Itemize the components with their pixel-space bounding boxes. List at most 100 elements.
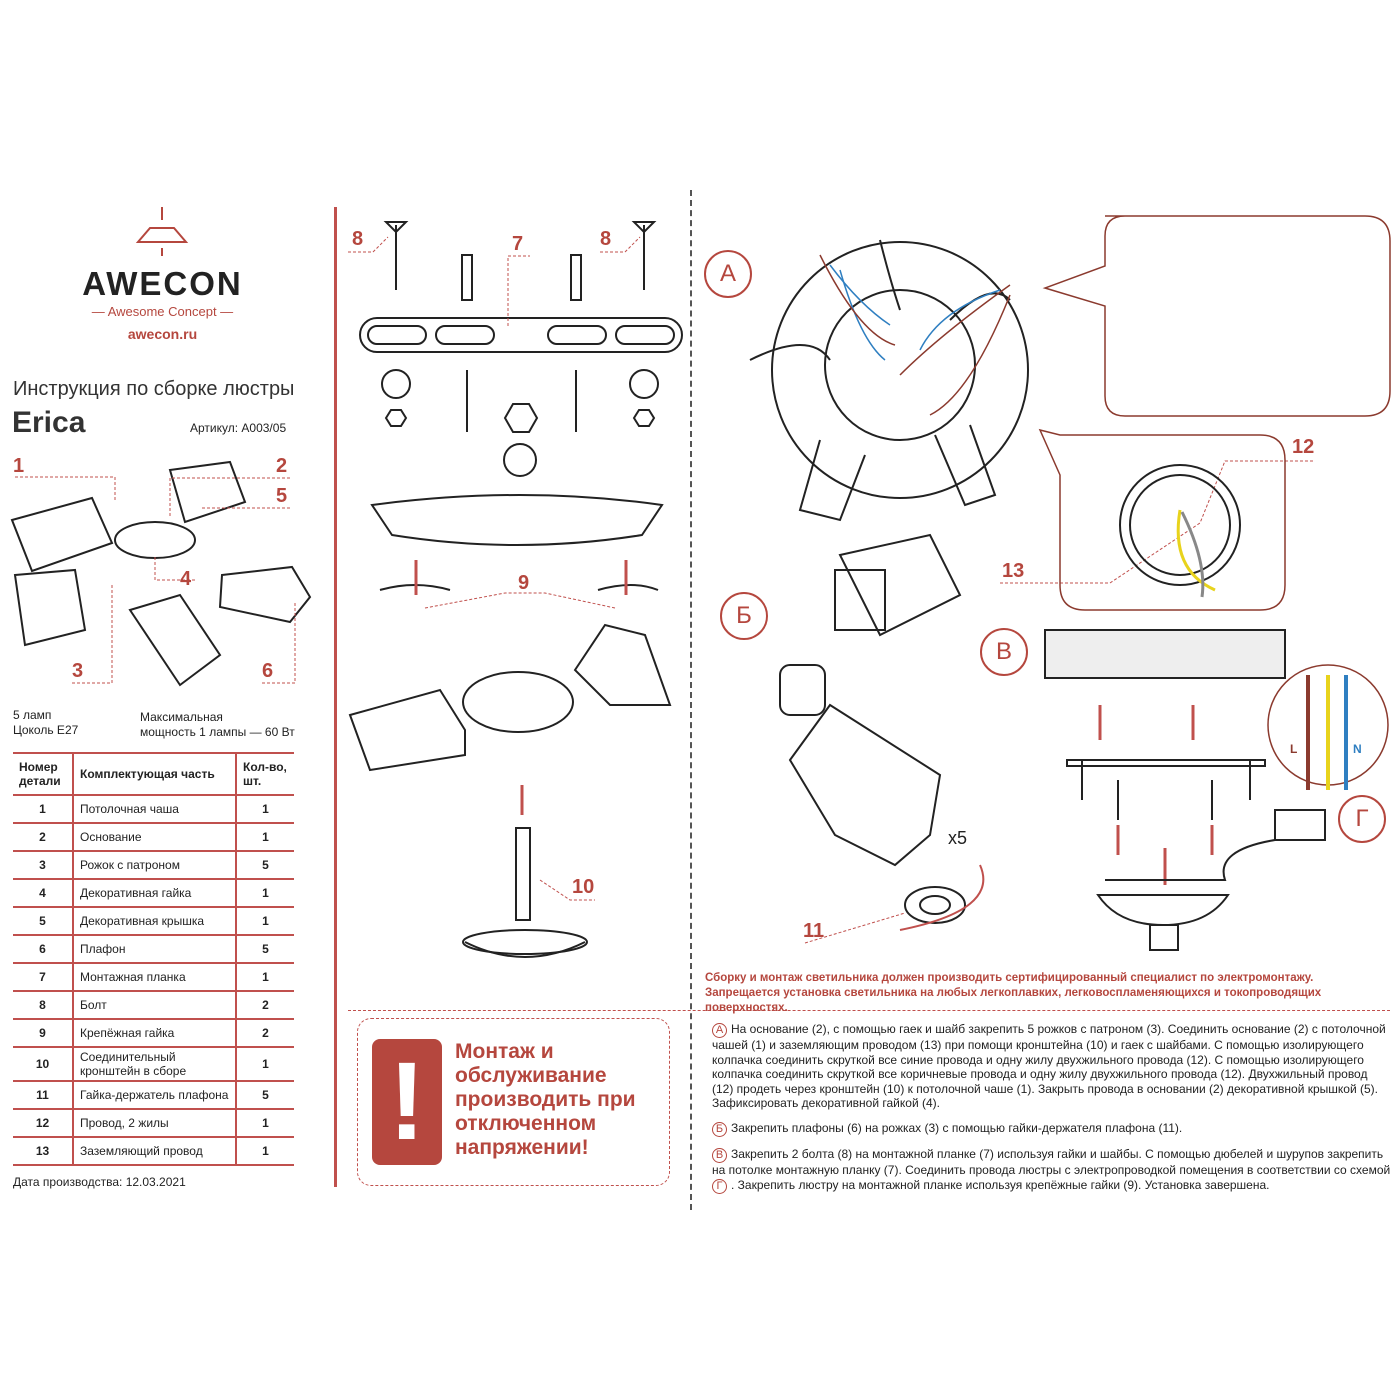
label-10: 10: [572, 876, 595, 898]
table-cell: Монтажная планка: [73, 962, 236, 992]
divider: [348, 1010, 1390, 1011]
label-6: 6: [262, 660, 274, 682]
table-cell: Декоративная крышка: [73, 906, 236, 936]
brand-logo: AWECON: [82, 265, 243, 302]
model-name: Erica: [12, 406, 86, 439]
step-marker-b: Б: [720, 592, 768, 640]
label-4: 4: [180, 568, 192, 590]
table-cell: Потолочная чаша: [73, 794, 236, 824]
label-3: 3: [72, 660, 84, 682]
table-cell: 11: [13, 1080, 74, 1110]
label-13: 13: [1002, 560, 1025, 582]
label-9: 9: [518, 572, 530, 594]
table-cell: 5: [235, 934, 294, 964]
label-5: 5: [276, 485, 288, 507]
table-cell: 9: [13, 1018, 74, 1048]
table-cell: 1: [235, 794, 294, 824]
lamp-logo-icon: [135, 207, 189, 256]
table-cell: 1: [235, 1108, 294, 1138]
table-cell: 3: [13, 850, 74, 880]
label-8: 8: [600, 228, 612, 250]
table-cell: 2: [13, 822, 74, 852]
table-cell: Основание: [73, 822, 236, 852]
step-marker-a: А: [704, 250, 752, 298]
step-marker-g: Г: [1338, 795, 1386, 843]
table-cell: 12: [13, 1108, 74, 1138]
table-cell: 13: [13, 1136, 74, 1166]
divider: [334, 207, 337, 1187]
table-cell: 8: [13, 990, 74, 1020]
chandelier-overview-drawing: [10, 460, 312, 687]
brand-url[interactable]: awecon.ru: [127, 326, 198, 342]
table-cell: 2: [235, 1018, 294, 1048]
table-cell: 2: [235, 990, 294, 1020]
table-cell: 5: [13, 906, 74, 936]
col-header: Кол-во, шт.: [235, 752, 294, 796]
table-cell: 1: [235, 822, 294, 852]
brand-tagline: — Awesome Concept —: [91, 304, 234, 319]
quantity-x5: x5: [948, 828, 968, 848]
table-cell: Рожок с патроном: [73, 850, 236, 880]
assembly-v-drawing: [1044, 629, 1286, 951]
production-date: Дата производства: 12.03.2021: [13, 1175, 186, 1189]
table-cell: Заземляющий провод: [73, 1136, 236, 1166]
table-cell: Гайка-держатель плафона: [73, 1080, 236, 1110]
label-7: 7: [512, 233, 524, 255]
mounting-plate-drawing: [348, 221, 683, 958]
warning-text: Монтаж и обслуживание производить при от…: [455, 1040, 636, 1159]
table-cell: 1: [235, 1136, 294, 1166]
col-header: Номер детали: [13, 752, 74, 796]
warning-box: [357, 1018, 670, 1186]
assembly-b-drawing: [779, 664, 985, 931]
safety-notice: Сборку и монтаж светильника должен произ…: [705, 972, 1322, 1014]
exclamation-icon: !: [372, 1039, 442, 1165]
table-cell: Декоративная гайка: [73, 878, 236, 908]
table-cell: 1: [235, 878, 294, 908]
label-8: 8: [352, 228, 364, 250]
assembly-a-drawing: [749, 239, 1029, 637]
table-cell: 10: [13, 1046, 74, 1082]
label-1: 1: [13, 455, 25, 477]
label-2: 2: [276, 455, 288, 477]
table-cell: 5: [235, 850, 294, 880]
table-cell: 1: [235, 906, 294, 936]
table-cell: Крепёжная гайка: [73, 1018, 236, 1048]
col-header: Комплектующая часть: [73, 752, 236, 796]
wire-l: L: [1290, 742, 1298, 756]
table-cell: 1: [13, 794, 74, 824]
divider: [690, 190, 692, 1210]
table-cell: 1: [235, 1046, 294, 1082]
table-cell: Соединительный кронштейн в сборе: [73, 1046, 236, 1082]
wire-n: N: [1353, 742, 1362, 756]
table-cell: Плафон: [73, 934, 236, 964]
table-cell: 5: [235, 1080, 294, 1110]
table-cell: 6: [13, 934, 74, 964]
table-cell: Провод, 2 жилы: [73, 1108, 236, 1138]
step-marker-v: В: [980, 628, 1028, 676]
article-number: Артикул: A003/05: [190, 421, 287, 435]
table-cell: 7: [13, 962, 74, 992]
parts-table: Номер детали Комплектующая часть Кол-во,…: [13, 752, 294, 1166]
label-12: 12: [1292, 436, 1315, 458]
table-cell: Болт: [73, 990, 236, 1020]
